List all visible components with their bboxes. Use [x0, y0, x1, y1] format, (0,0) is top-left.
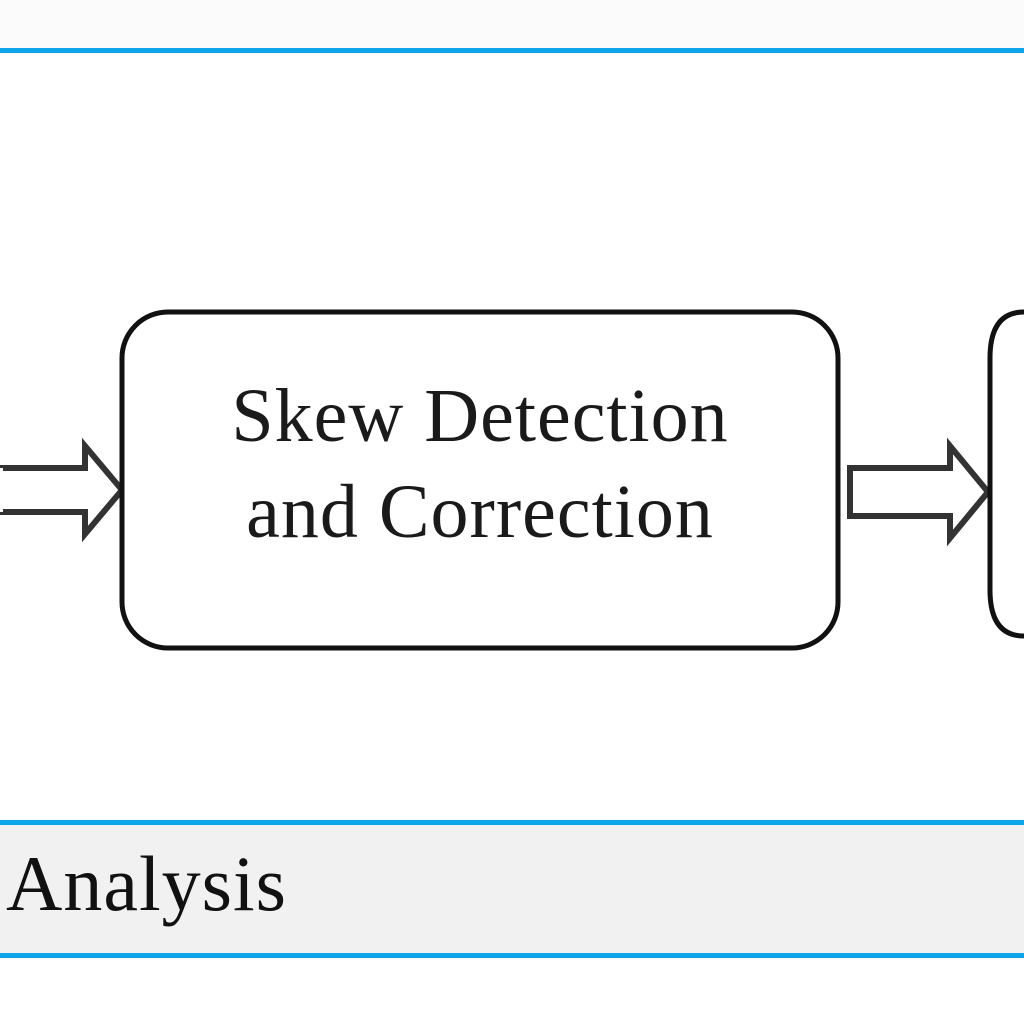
- box-label-line-2: and Correction: [246, 470, 714, 554]
- caption-text: Analysis: [6, 840, 287, 927]
- next-step-box: [987, 309, 1024, 639]
- left-arrow: [0, 437, 126, 543]
- box-label-line-1: Skew Detection: [231, 374, 729, 458]
- top-strip: [0, 0, 1024, 48]
- caption-top-rule: [0, 820, 1024, 825]
- skew-detection-box: [119, 309, 841, 651]
- skew-detection-box-label: Skew Detection and Correction: [124, 368, 836, 560]
- bottom-strip: [0, 958, 1024, 1024]
- caption-bottom-rule: [0, 953, 1024, 958]
- right-arrow: [847, 437, 992, 547]
- caption-bar: [0, 825, 1024, 953]
- top-rule-line: [0, 48, 1024, 53]
